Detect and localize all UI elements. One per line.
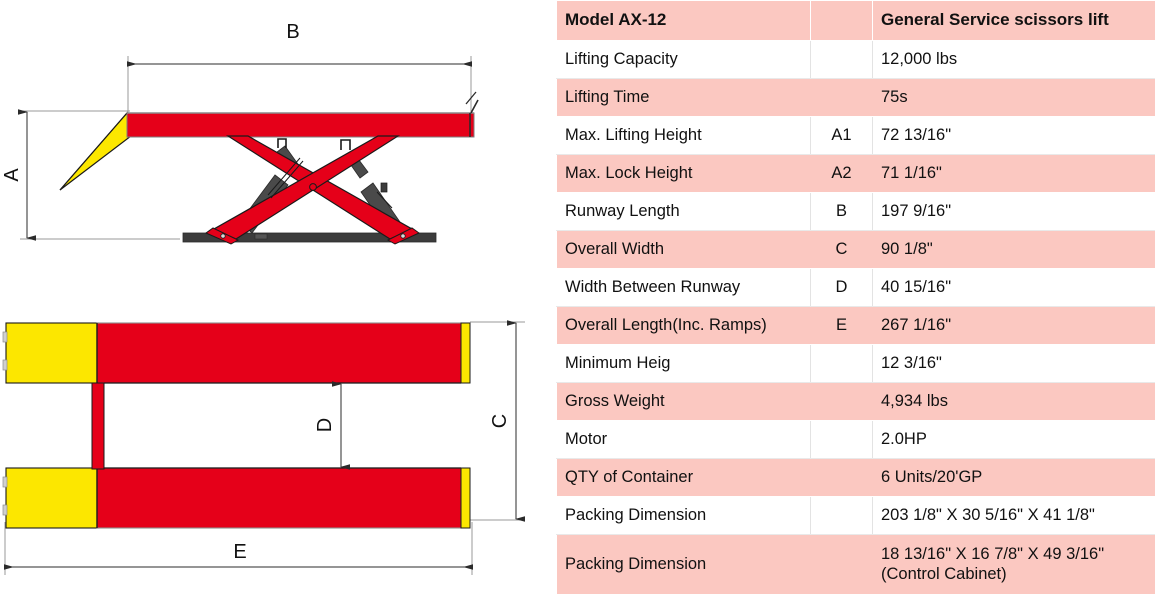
row-value: 72 13/16": [872, 116, 1155, 155]
row-value: 2.0HP: [872, 420, 1155, 459]
row-symbol: [810, 496, 873, 535]
row-symbol: D: [810, 268, 873, 307]
dimension-a: A: [1, 109, 36, 241]
row-value: 71 1/16": [872, 154, 1155, 193]
row-value: 267 1/16": [872, 306, 1155, 345]
dimension-label-a: A: [1, 168, 23, 182]
row-value-line2: (Control Cabinet): [881, 564, 1007, 583]
runway-upper: [2, 322, 471, 384]
row-value: 40 15/16": [872, 268, 1155, 307]
header-model: Model AX-12: [556, 0, 811, 41]
table-row: Runway Length B 197 9/16": [556, 192, 1155, 231]
row-symbol: [810, 458, 873, 497]
row-label: Lifting Capacity: [556, 40, 811, 79]
table-row: Lifting Capacity 12,000 lbs: [556, 40, 1155, 79]
row-symbol: [810, 40, 873, 79]
dimension-label-d: D: [314, 418, 336, 432]
row-value: 75s: [872, 78, 1155, 117]
row-value: 197 9/16": [872, 192, 1155, 231]
row-symbol: [810, 382, 873, 421]
table-row: Minimum Heig 12 3/16": [556, 344, 1155, 383]
row-label: Overall Width: [556, 230, 811, 269]
row-value: 6 Units/20'GP: [872, 458, 1155, 497]
table-row: QTY of Container 6 Units/20'GP: [556, 458, 1155, 497]
row-symbol: B: [810, 192, 873, 231]
row-label: Lifting Time: [556, 78, 811, 117]
scissor-arm-assembly: [204, 135, 420, 245]
table-row: Lifting Time 75s: [556, 78, 1155, 117]
row-symbol: [810, 78, 873, 117]
row-symbol: A1: [810, 116, 873, 155]
dimension-label-e: E: [233, 541, 246, 563]
row-value: 90 1/8": [872, 230, 1155, 269]
row-label: Width Between Runway: [556, 268, 811, 307]
technical-drawing-panel: B A: [0, 0, 548, 598]
specification-table-panel: Model AX-12 General Service scissors lif…: [556, 0, 1155, 598]
table-row: Max. Lock Height A2 71 1/16": [556, 154, 1155, 193]
header-symbol: [810, 0, 873, 41]
runway-inner-edges: [104, 382, 461, 469]
dimension-b: B: [127, 21, 472, 67]
row-label: Overall Length(Inc. Ramps): [556, 306, 811, 345]
table-row: Max. Lifting Height A1 72 13/16": [556, 116, 1155, 155]
table-row: Packing Dimension 203 1/8" X 30 5/16" X …: [556, 496, 1155, 535]
table-row: Packing Dimension 18 13/16" X 16 7/8" X …: [556, 534, 1155, 595]
row-label: Max. Lifting Height: [556, 116, 811, 155]
row-label: Runway Length: [556, 192, 811, 231]
row-value: 12 3/16": [872, 344, 1155, 383]
dimension-c: C: [489, 320, 525, 522]
runway-lower: [2, 467, 471, 529]
row-label: Motor: [556, 420, 811, 459]
row-value: 4,934 lbs: [872, 382, 1155, 421]
row-label: Gross Weight: [556, 382, 811, 421]
specification-table: Model AX-12 General Service scissors lif…: [556, 0, 1155, 595]
row-label: Max. Lock Height: [556, 154, 811, 193]
plan-top-view: C D E: [2, 320, 525, 575]
table-row: Overall Length(Inc. Ramps) E 267 1/16": [556, 306, 1155, 345]
dimension-label-c: C: [489, 414, 511, 428]
table-row: Motor 2.0HP: [556, 420, 1155, 459]
approach-ramp-yellow: [59, 111, 132, 191]
row-label: Packing Dimension: [556, 496, 811, 535]
header-type: General Service scissors lift: [872, 0, 1155, 41]
dimension-e: E: [4, 541, 473, 570]
cross-connector-bar: [91, 382, 105, 470]
row-value: 12,000 lbs: [872, 40, 1155, 79]
row-symbol: [810, 534, 873, 595]
row-symbol: [810, 420, 873, 459]
dimension-label-b: B: [286, 21, 299, 43]
table-row: Width Between Runway D 40 15/16": [556, 268, 1155, 307]
row-symbol: [810, 344, 873, 383]
dimension-d: D: [314, 381, 350, 470]
row-label: Packing Dimension: [556, 534, 811, 595]
table-row: Overall Width C 90 1/8": [556, 230, 1155, 269]
row-symbol: E: [810, 306, 873, 345]
row-value-line1: 18 13/16" X 16 7/8" X 49 3/16": [881, 545, 1105, 564]
runway-platform-side: [126, 91, 479, 138]
row-value-multiline: 18 13/16" X 16 7/8" X 49 3/16" (Control …: [872, 534, 1155, 595]
row-value: 203 1/8" X 30 5/16" X 41 1/8": [872, 496, 1155, 535]
base-frame: [182, 232, 437, 243]
side-elevation-view: B A: [1, 21, 479, 245]
row-label: Minimum Heig: [556, 344, 811, 383]
row-label: QTY of Container: [556, 458, 811, 497]
table-row: Gross Weight 4,934 lbs: [556, 382, 1155, 421]
row-symbol: C: [810, 230, 873, 269]
row-symbol: A2: [810, 154, 873, 193]
table-header-row: Model AX-12 General Service scissors lif…: [556, 0, 1155, 41]
